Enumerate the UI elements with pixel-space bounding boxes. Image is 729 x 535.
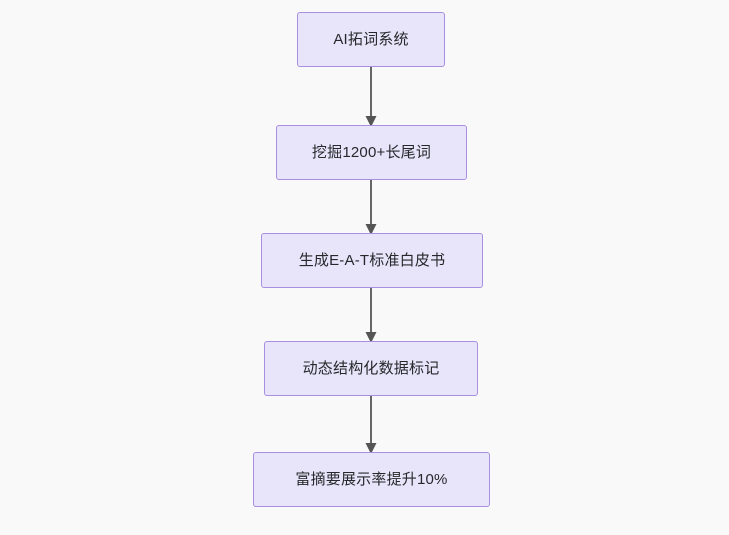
flow-node-label: 挖掘1200+长尾词	[311, 144, 432, 161]
edge-n2-n3	[355, 178, 387, 238]
flow-node-label: 富摘要展示率提升10%	[295, 471, 448, 488]
flow-node-mine-longtail-keywords[interactable]: 挖掘1200+长尾词	[276, 125, 467, 180]
flow-node-label: AI拓词系统	[333, 31, 409, 48]
edge-n1-n2	[355, 65, 387, 129]
flow-node-ai-keyword-system[interactable]: AI拓词系统	[297, 12, 445, 67]
flow-node-dynamic-structured-data-markup[interactable]: 动态结构化数据标记	[264, 341, 478, 396]
flow-node-label: 生成E-A-T标准白皮书	[298, 252, 446, 269]
edge-n4-n5	[355, 394, 387, 456]
flow-node-rich-snippet-rate-increase[interactable]: 富摘要展示率提升10%	[253, 452, 490, 507]
edge-n3-n4	[355, 286, 387, 346]
flow-node-label: 动态结构化数据标记	[302, 360, 440, 377]
flow-node-generate-eat-whitepaper[interactable]: 生成E-A-T标准白皮书	[261, 233, 483, 288]
